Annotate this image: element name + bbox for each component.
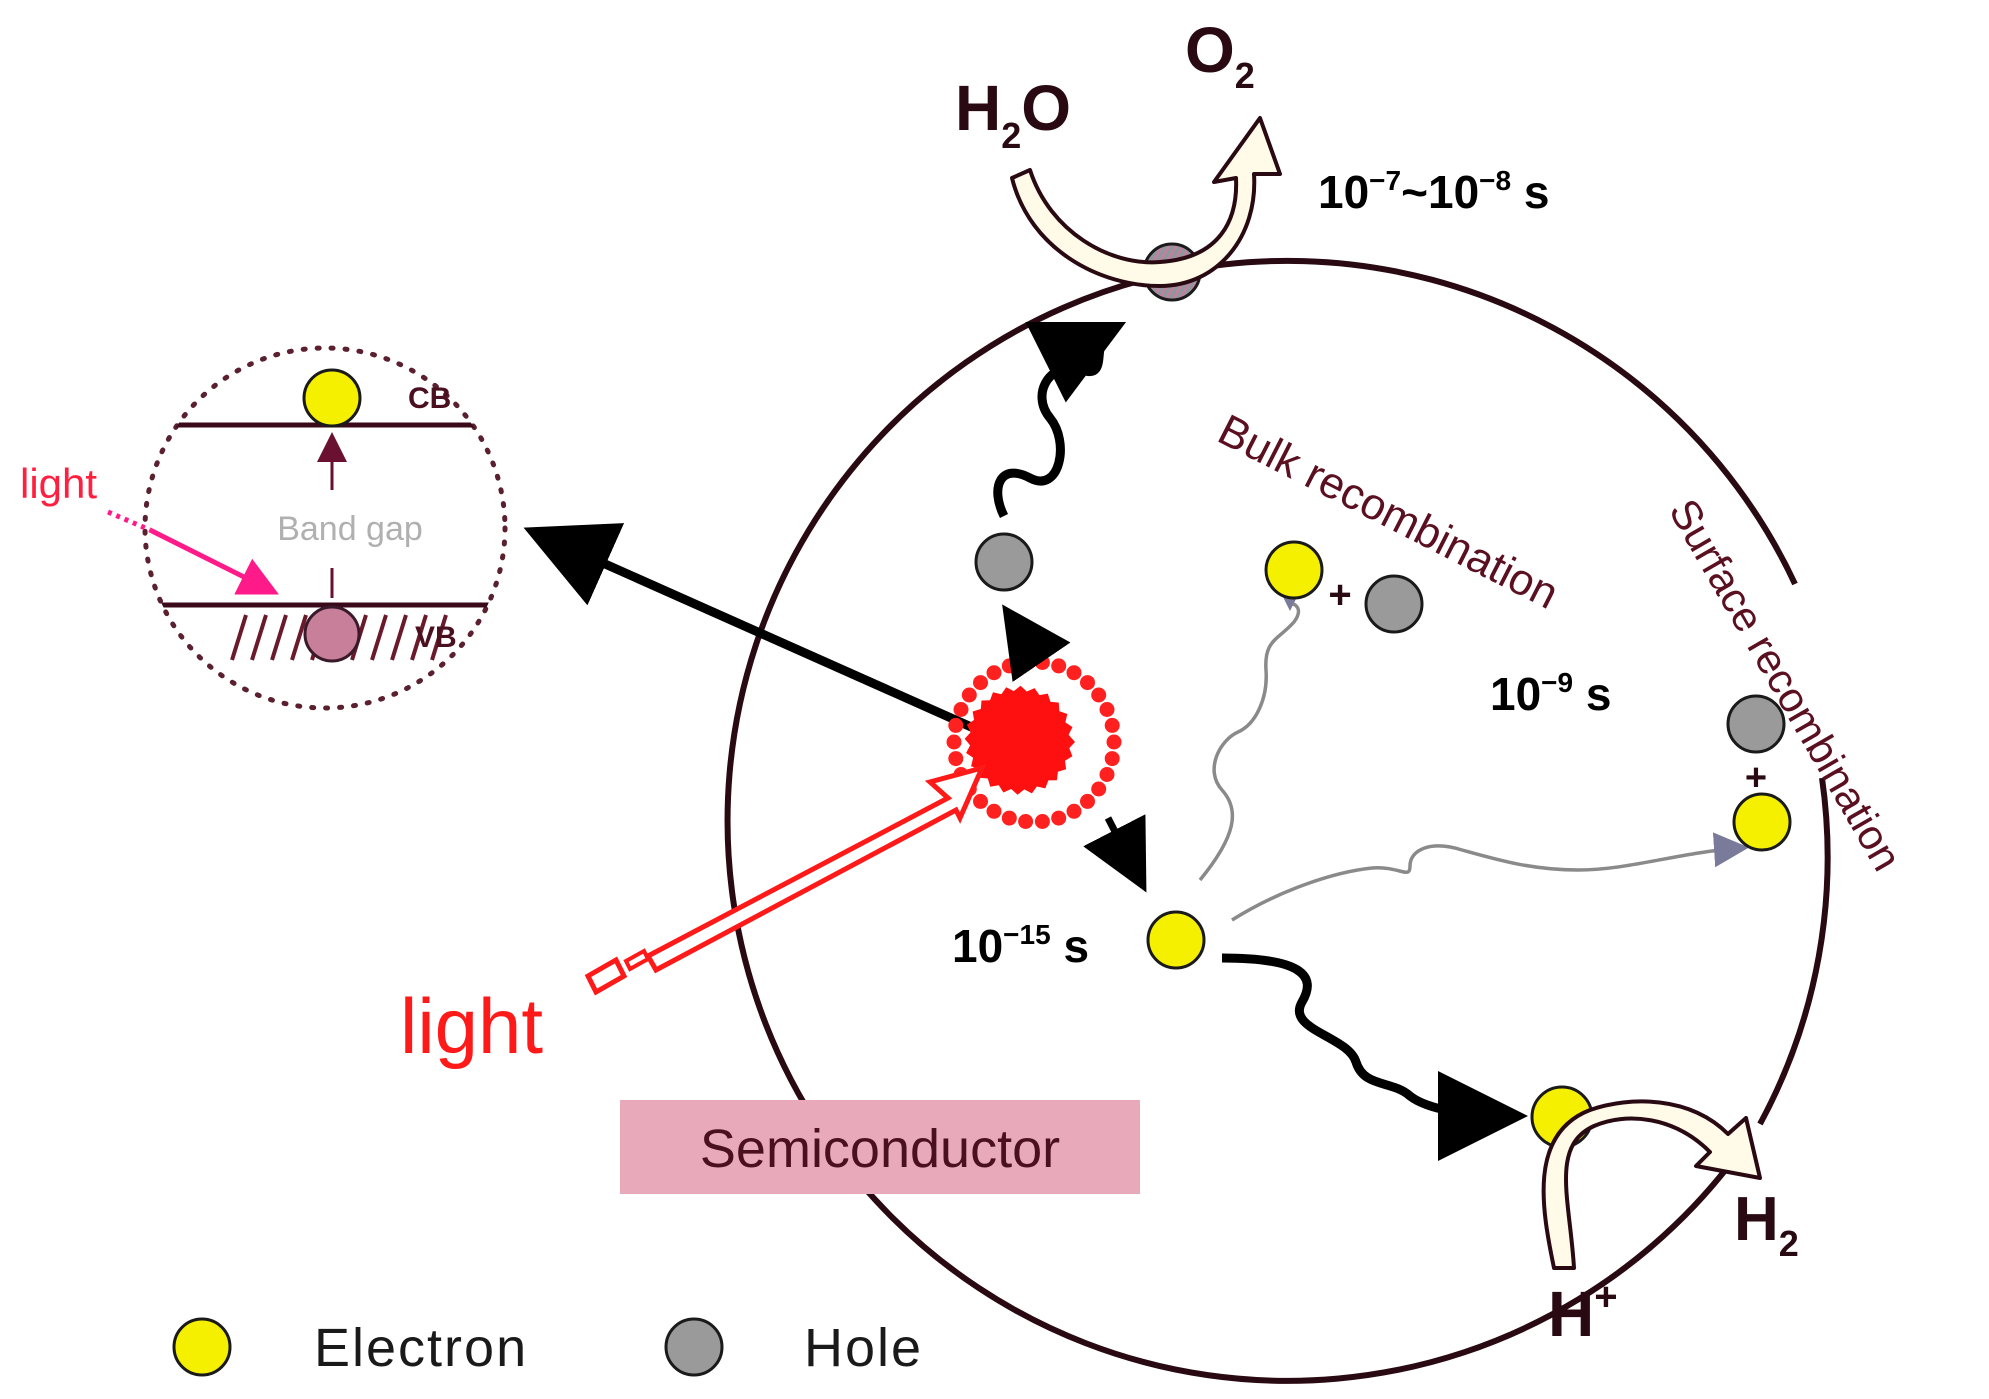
- burst-star: [964, 685, 1075, 795]
- valence-band-label: VB: [415, 621, 457, 654]
- hole-generation-arrow: [1002, 604, 1071, 682]
- bulk-plus-sign: +: [1328, 573, 1351, 617]
- bulk-recombination-path: [1198, 575, 1308, 882]
- legend: Electron Hole: [172, 1317, 923, 1378]
- bulk-hole: [1364, 574, 1424, 634]
- excitation-burst: [946, 655, 1122, 829]
- conduction-band-label: CB: [408, 382, 451, 415]
- timescale-bulk: 10−9 s: [1490, 667, 1611, 720]
- light-label: light: [400, 982, 543, 1070]
- inset-dotted-outline: [142, 345, 508, 711]
- band-diagram-inset: CB VB Band gap light: [20, 345, 508, 711]
- proton-label: H+: [1548, 1275, 1618, 1350]
- inset-light-label: light: [20, 460, 97, 507]
- surface-recomb-electron: [1732, 792, 1792, 852]
- light-arrow-tail-dash: [623, 948, 651, 972]
- oxidation-arrow: [1010, 116, 1282, 288]
- zoom-arrow: [523, 523, 980, 735]
- reduction-arrow: [1541, 1099, 1762, 1270]
- surface-recomb-hole: [1726, 694, 1786, 754]
- oxygen-label: O2: [1185, 14, 1255, 96]
- light-arrow: [584, 764, 987, 996]
- oxidation-reaction: H2O O2: [955, 14, 1282, 288]
- semiconductor-label-box: [620, 1100, 1140, 1194]
- electron-migration-arrow: [1221, 953, 1528, 1161]
- particle-outline-right: [1757, 777, 1831, 1126]
- bulk-electron: [1264, 540, 1324, 600]
- legend-electron-label: Electron: [314, 1318, 528, 1378]
- band-gap-label: Band gap: [277, 510, 423, 548]
- legend-hole-label: Hole: [804, 1318, 923, 1378]
- surface-recombination-path: [1231, 832, 1749, 922]
- water-label: H2O: [955, 72, 1071, 156]
- semiconductor-label: Semiconductor: [700, 1119, 1060, 1179]
- inset-hole: [303, 605, 361, 663]
- inset-light-arrow-dashed: [107, 509, 151, 533]
- inset-light-arrow: [148, 527, 279, 595]
- particle-outline: [724, 257, 1798, 1384]
- hydrogen-label: H2: [1734, 1185, 1799, 1264]
- timescale-surface-reaction: 10−7~10−8 s: [1318, 165, 1549, 218]
- timescale-excitation: 10−15 s: [952, 919, 1089, 972]
- semiconductor-particle: [724, 257, 1831, 1384]
- electron-generation-arrow: [1083, 814, 1147, 893]
- electron-carrier: [1146, 910, 1206, 970]
- light-arrow-shaft: [644, 764, 987, 974]
- surface-plus-sign: +: [1745, 757, 1767, 799]
- legend-hole-icon: [664, 1317, 724, 1377]
- legend-electron-icon: [172, 1317, 232, 1377]
- hole-carrier: [974, 532, 1034, 592]
- light-arrow-tail-box: [584, 956, 628, 996]
- inset-electron: [302, 368, 362, 428]
- hole-migration-arrow: [993, 321, 1127, 519]
- reduction-reaction: H2 H+: [1541, 1099, 1799, 1350]
